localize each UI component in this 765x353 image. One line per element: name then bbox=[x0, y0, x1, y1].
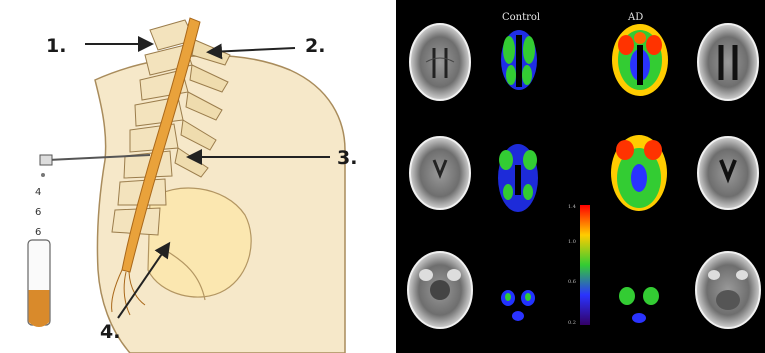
pet-ad-row2 bbox=[611, 135, 667, 211]
lumbar-illustration: 4 6 6 1. 2. 3. 4. bbox=[0, 0, 385, 353]
label-1: 1. bbox=[46, 35, 66, 57]
test-tube bbox=[28, 240, 50, 327]
label-4: 4. bbox=[100, 321, 120, 343]
colorbar-tick-3: 0.6 bbox=[568, 279, 576, 285]
pet-control-row1 bbox=[501, 30, 537, 90]
lumbar-puncture-diagram: 4 6 6 1. 2. 3. 4. bbox=[0, 0, 385, 353]
tube-mark-1: 4 bbox=[35, 187, 41, 198]
header-ad: AD bbox=[627, 12, 643, 23]
header-control: Control bbox=[502, 12, 540, 23]
tube-mark-3: 6 bbox=[35, 227, 41, 238]
mri-right-row1 bbox=[698, 24, 758, 100]
tube-mark-2: 6 bbox=[35, 207, 41, 218]
label-3: 3. bbox=[337, 147, 357, 169]
mri-right-row3 bbox=[696, 252, 760, 328]
mri-right-row2 bbox=[698, 137, 758, 209]
brain-scan-panel: Control AD bbox=[396, 0, 765, 353]
colorbar bbox=[580, 205, 590, 325]
colorbar-tick-2: 1.0 bbox=[568, 239, 576, 245]
mri-left-row1 bbox=[410, 24, 470, 100]
brain-scan-grid: Control AD bbox=[396, 0, 765, 353]
mri-left-row2 bbox=[410, 137, 470, 209]
mri-left-row3 bbox=[408, 252, 472, 328]
pet-ad-row3 bbox=[619, 287, 659, 323]
label-2: 2. bbox=[305, 35, 325, 57]
arrow-2 bbox=[210, 48, 295, 52]
pet-ad-row1 bbox=[612, 24, 668, 96]
colorbar-tick-1: 1.4 bbox=[568, 204, 576, 210]
pet-control-row3 bbox=[501, 290, 535, 321]
pet-control-row2 bbox=[498, 144, 538, 212]
colorbar-tick-4: 0.2 bbox=[568, 320, 576, 326]
